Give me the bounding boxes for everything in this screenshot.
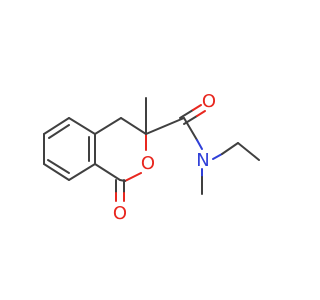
benzene-double-bond (48, 124, 70, 139)
amide-carbonyl-bond (196, 110, 206, 117)
amide-carbonyl-bond (192, 104, 202, 111)
ring-bond (94, 117, 122, 135)
amide-carbonyl-oxygen-label: O (202, 91, 216, 112)
ring-bond (120, 117, 147, 135)
n-ethyl-bond (237, 142, 260, 161)
benzene-double-bond (47, 159, 70, 174)
structure-canvas: O O O N (43, 91, 260, 224)
amide-nitrogen-bond (183, 117, 198, 141)
lactone-carbonyl-oxygen-label: O (113, 203, 127, 224)
n-ethyl-bond (212, 153, 223, 160)
n-ethyl-bond (221, 142, 239, 155)
ring-oxygen-bond (124, 172, 142, 182)
ring-oxygen-label: O (141, 153, 155, 174)
benzene-bond (68, 163, 96, 181)
benzene-bond (43, 117, 70, 135)
amide-carbonyl-bond (179, 109, 194, 119)
benzene-bond (43, 163, 70, 181)
amide-carbon-bond (145, 117, 185, 135)
benzene-bond (68, 117, 96, 135)
amide-nitrogen-label: N (196, 150, 209, 171)
molecule-diagram: O O O N (43, 91, 260, 224)
amide-nitrogen-bond (196, 139, 203, 150)
ring-bond (94, 163, 121, 181)
